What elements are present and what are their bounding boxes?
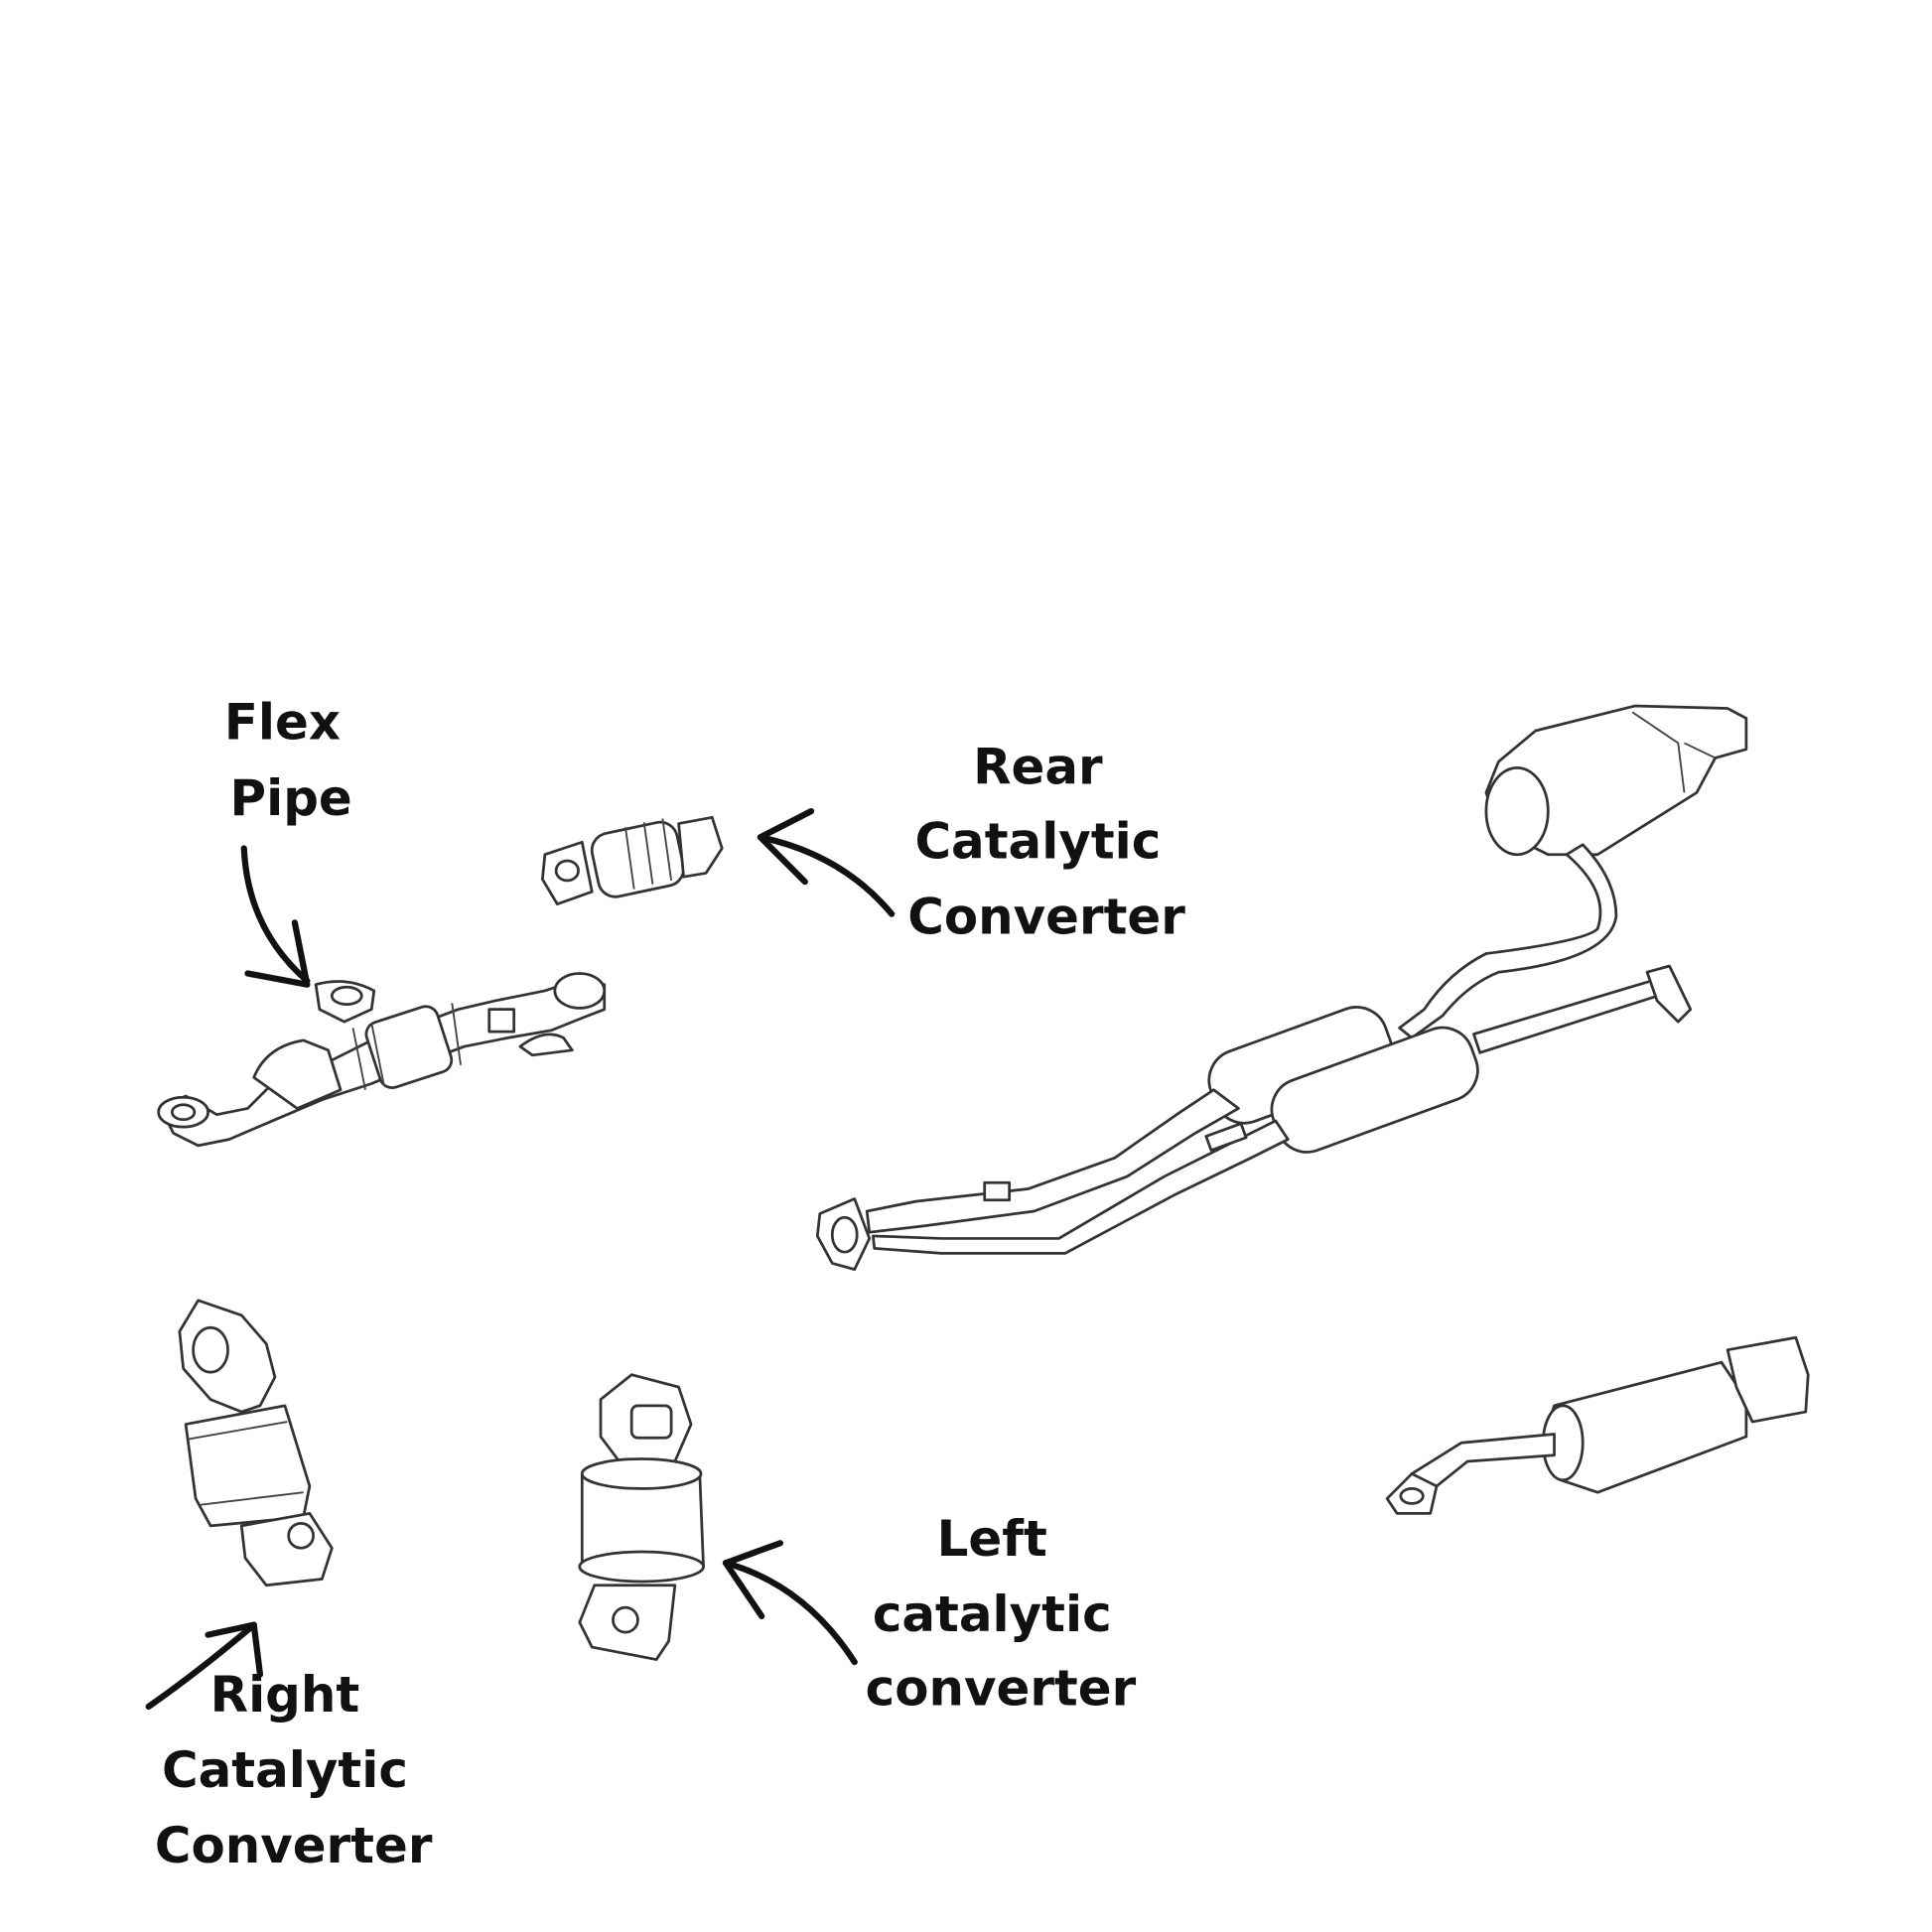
right-catalytic-converter-label: Right Catalytic Converter	[155, 1666, 433, 1874]
left-cat-arrow-icon	[722, 1560, 858, 1666]
right-catalytic-converter-drawing	[178, 1299, 334, 1587]
flex-pipe-arrow-icon	[240, 845, 311, 985]
rear-catalytic-converter-label: Rear Catalytic Converter	[907, 739, 1185, 946]
flex-pipe-arrowhead-icon	[244, 919, 311, 988]
rear-cat-arrow-icon	[757, 834, 896, 917]
front-pipe-assembly-drawing	[157, 972, 607, 1148]
dual-exhaust-system-drawing	[815, 704, 1748, 1271]
flex-pipe-label: Flex Pipe	[224, 694, 358, 827]
right-cat-arrow-icon	[145, 1621, 257, 1711]
arrows	[145, 807, 896, 1711]
left-cat-arrowhead-icon	[722, 1540, 784, 1620]
rear-cat-arrowhead-icon	[757, 807, 815, 886]
rear-muffler-drawing	[1385, 1335, 1810, 1515]
left-catalytic-converter-label: Left catalytic converter	[866, 1510, 1137, 1718]
right-cat-arrowhead-icon	[205, 1621, 264, 1678]
left-catalytic-converter-drawing	[578, 1373, 705, 1661]
rear-catalytic-converter-drawing	[541, 815, 724, 906]
